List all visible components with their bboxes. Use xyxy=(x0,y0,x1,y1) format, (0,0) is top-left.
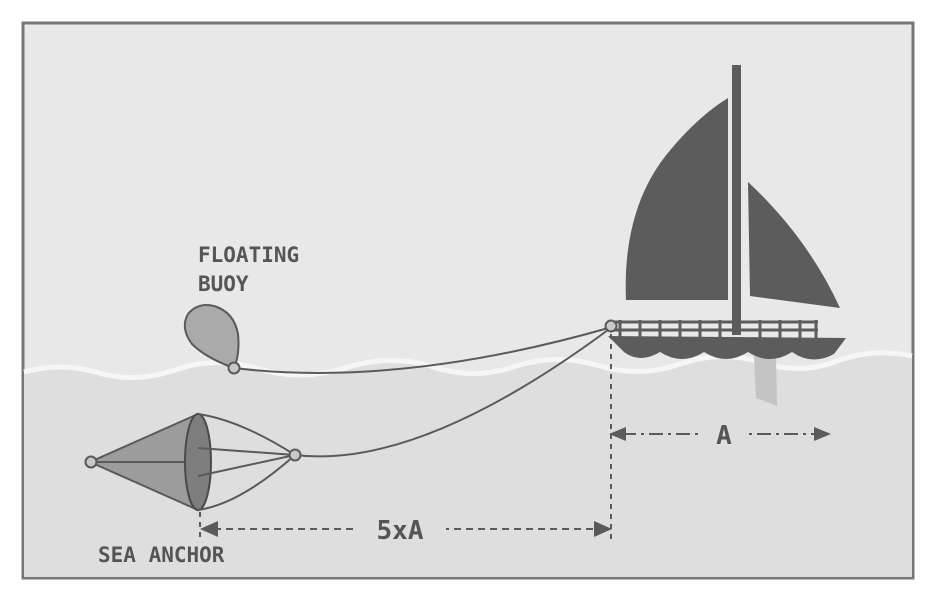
sea-anchor-label: SEA ANCHOR xyxy=(98,543,225,567)
distance-a-arrow-left xyxy=(609,427,626,441)
jib-sail xyxy=(748,182,840,308)
floating-buoy-label-line2: BUOY xyxy=(198,272,249,296)
water-surface xyxy=(24,352,912,577)
buoy-ring xyxy=(227,361,241,375)
buoy-tether-line xyxy=(233,326,613,374)
bow-fitting xyxy=(604,319,618,333)
anchor-swivel-ring xyxy=(288,448,302,462)
sea-anchor xyxy=(84,412,296,512)
mast xyxy=(732,65,741,335)
floating-buoy-label-line1: FLOATING xyxy=(198,243,299,267)
distance-a-arrow-right xyxy=(814,427,831,441)
distance-5xa-arrow-right xyxy=(594,521,612,537)
floating-buoy xyxy=(183,304,240,370)
keel xyxy=(754,356,777,406)
distance-5xa-arrow-left xyxy=(200,521,218,537)
distance-a-label: A xyxy=(716,421,732,451)
mainsail xyxy=(625,98,728,300)
anchor-rode-line xyxy=(294,326,613,458)
distance-5xa-label: 5xA xyxy=(377,516,424,546)
hull xyxy=(608,336,846,360)
deck-railing xyxy=(612,320,818,338)
